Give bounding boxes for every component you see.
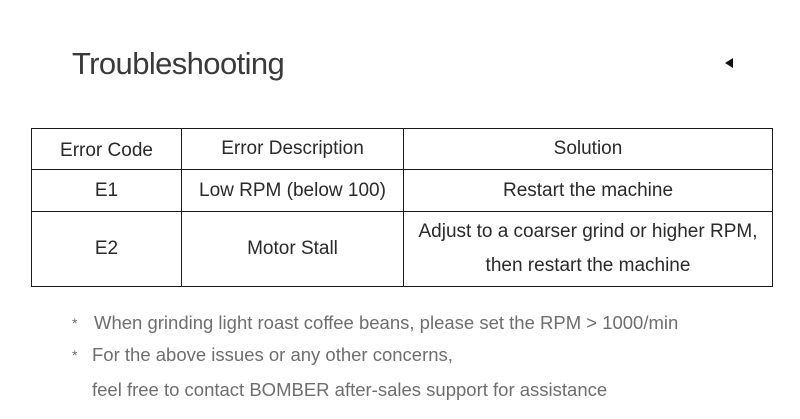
table-header-row: Error Code Error Description Solution (31, 128, 773, 170)
asterisk-icon: * (72, 347, 78, 363)
page-title: Troubleshooting (72, 46, 285, 81)
solution-line: Adjust to a coarser grind or higher RPM, (418, 221, 758, 242)
error-code-cell: E1 (31, 169, 182, 212)
asterisk-icon: * (72, 315, 78, 331)
header-error-code: Error Code (31, 128, 182, 170)
note-text: When grinding light roast coffee beans, … (94, 312, 679, 333)
troubleshooting-table: Error Code Error Description Solution E1… (31, 128, 773, 287)
error-code-cell: E2 (31, 211, 182, 287)
solution-cell: Adjust to a coarser grind or higher RPM,… (403, 211, 773, 287)
header-solution: Solution (403, 128, 773, 170)
error-description-cell: Motor Stall (181, 211, 404, 287)
header-error-description: Error Description (181, 128, 404, 170)
note-text: For the above issues or any other concer… (92, 344, 453, 365)
table-row: E1 Low RPM (below 100) Restart the machi… (31, 169, 773, 212)
note-item: * For the above issues or any other conce… (72, 340, 678, 372)
table-row: E2 Motor Stall Adjust to a coarser grind… (31, 211, 773, 287)
note-item: * When grinding light roast coffee beans,… (72, 308, 678, 340)
notes-section: * When grinding light roast coffee beans,… (72, 308, 678, 406)
solution-line: then restart the machine (485, 255, 691, 276)
note-text-continued: feel free to contact BOMBER after-sales … (92, 379, 608, 400)
triangle-left-icon[interactable] (722, 56, 736, 70)
solution-cell: Restart the machine (403, 169, 773, 212)
error-description-cell: Low RPM (below 100) (181, 169, 404, 212)
